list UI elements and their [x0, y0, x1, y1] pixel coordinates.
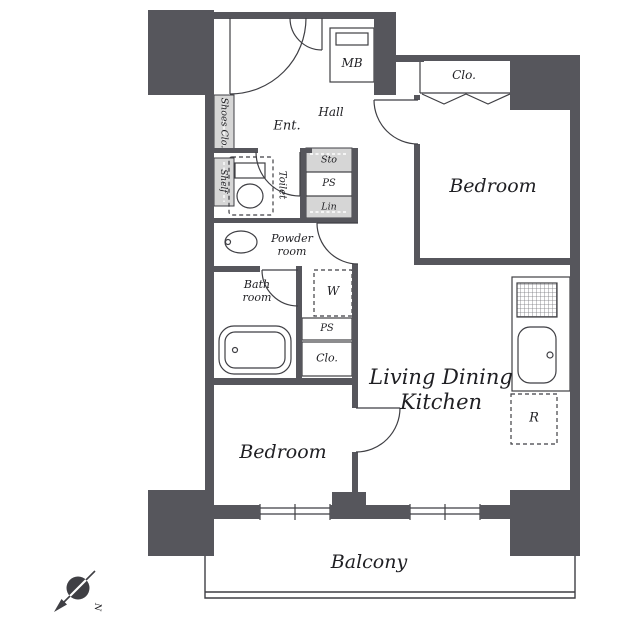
washer-label: W: [326, 283, 340, 298]
pillar-bottom-right: [510, 490, 580, 556]
powder-room-label-line2: room: [277, 245, 307, 258]
pillar-top-right: [510, 55, 580, 110]
pillar-bottom-left: [148, 490, 214, 556]
ldk-label-line2: Kitchen: [399, 390, 483, 414]
refrigerator-space: [510, 393, 558, 445]
compass-icon: [54, 570, 96, 612]
bedroom-lower-door-icon: [355, 407, 401, 453]
balcony-label: Balcony: [330, 550, 408, 573]
closet-middle-label: Clo.: [316, 351, 338, 365]
bath-room-label-line2: room: [242, 291, 272, 304]
shelf-label: Shelf: [218, 169, 228, 193]
toilet-icon: [228, 156, 274, 216]
refrigerator-label: R: [529, 410, 539, 426]
balcony-outline: [204, 519, 576, 599]
pipe-space-upper-label: PS: [322, 178, 336, 190]
bedroom-upper-label: Bedroom: [449, 174, 537, 197]
kitchen-sink-icon: [517, 326, 557, 384]
powder-sink-icon: [224, 230, 258, 254]
meter-box-inner: [335, 32, 369, 46]
door-swings: [229, 17, 511, 453]
linen-label: Lin: [321, 201, 337, 213]
shoes-closet-label: Shoes Clo.: [218, 97, 230, 149]
powder-room-label: Powder room: [271, 232, 313, 259]
bedroom-upper-door-icon: [373, 99, 419, 145]
pillar-top-left: [148, 10, 214, 95]
window-ldk: [409, 504, 481, 520]
closet-folding-door-icon: [421, 93, 511, 105]
toilet-label: Toilet: [276, 170, 288, 200]
closet-top-outline: [419, 61, 510, 94]
storage-label: Sto: [320, 154, 338, 166]
entrance-door-icon: [229, 17, 323, 95]
shelf-dash-marks: [223, 99, 348, 213]
entrance-label: Ent.: [273, 118, 301, 134]
toilet-door-icon: [255, 151, 301, 197]
powder-room-label-line1: Powder: [271, 232, 313, 246]
ldk-label-line1: Living Dining: [369, 365, 513, 390]
ldk-label: Living Dining Kitchen: [369, 365, 513, 415]
pipe-space-lower-label: PS: [320, 323, 334, 335]
stove-icon: [516, 282, 558, 318]
bath-door-icon: [261, 269, 299, 307]
compass-north-label: N: [91, 602, 103, 612]
mb-label: MB: [341, 55, 363, 70]
powder-room-door-icon: [316, 222, 359, 265]
bathtub-icon: [218, 325, 292, 375]
bedroom-lower-label: Bedroom: [239, 440, 327, 463]
closet-top-label: Clo.: [452, 67, 476, 82]
bath-room-label: Bath room: [242, 278, 272, 305]
structural-walls: [148, 10, 580, 556]
bath-room-label-line1: Bath: [243, 278, 271, 292]
hall-label: Hall: [318, 104, 344, 119]
window-bedroom-lower: [259, 504, 331, 520]
